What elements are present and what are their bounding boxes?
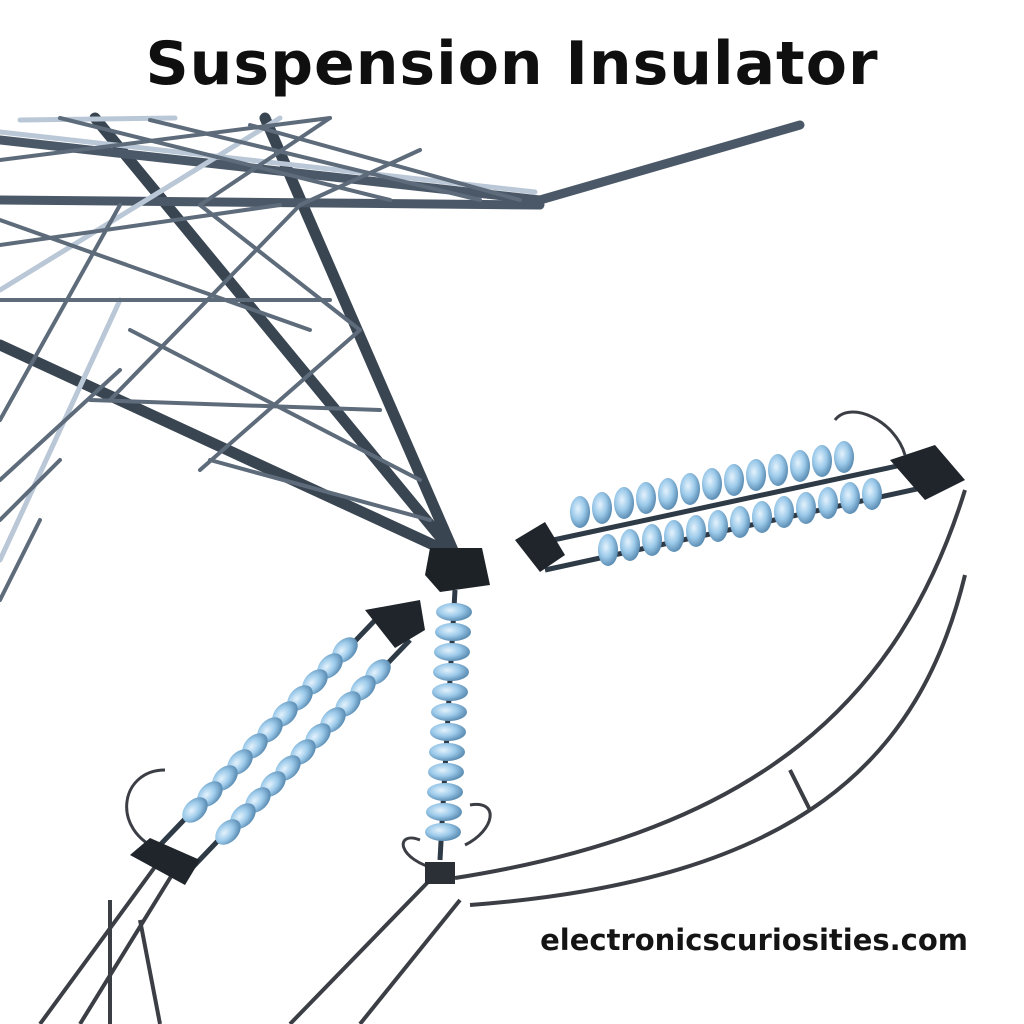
insulator-string-right [515,441,965,573]
lattice-tower [0,112,805,602]
insulator-string-left [130,600,425,885]
conductor-cables [38,410,967,1024]
transmission-tower-photo [0,112,967,1024]
page-title: Suspension Insulator [145,29,879,99]
insulator-string-middle [425,589,472,884]
website-credit: electronicscuriosities.com [540,923,968,957]
